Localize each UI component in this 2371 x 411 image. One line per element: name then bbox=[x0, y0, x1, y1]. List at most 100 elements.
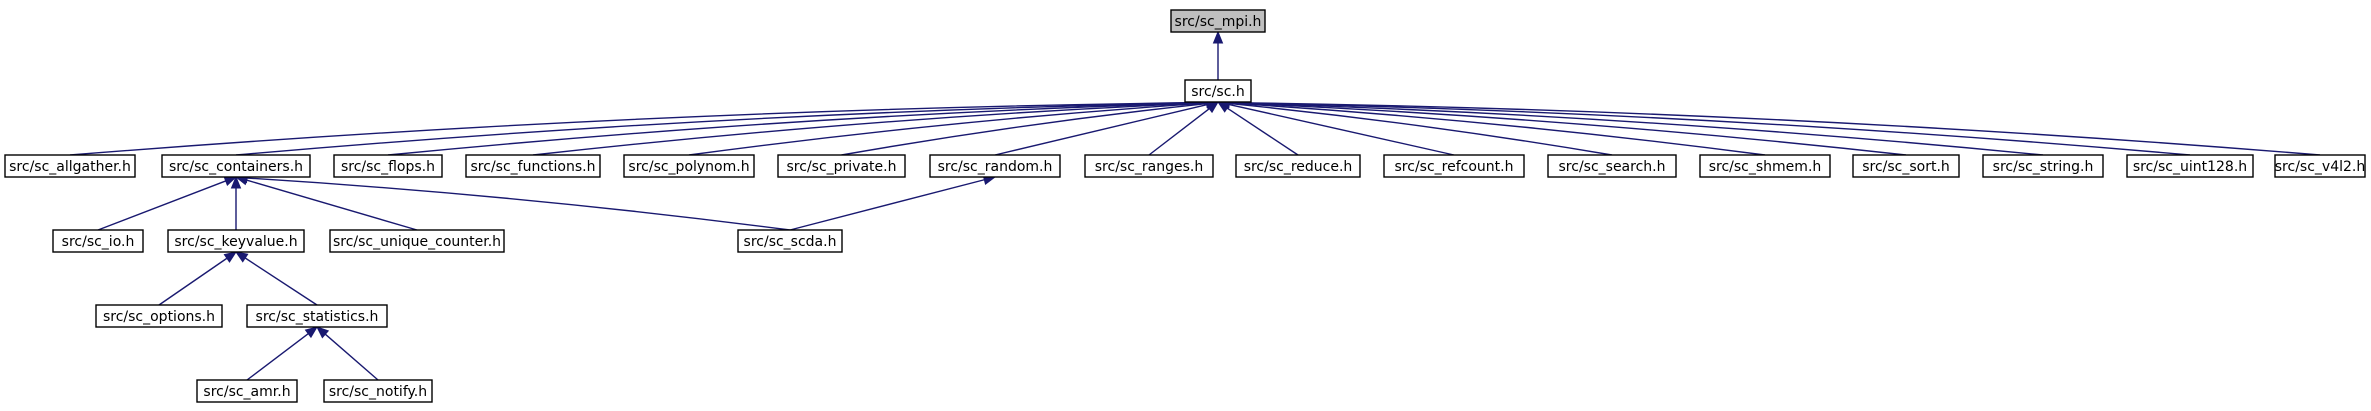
node-label: src/sc_reduce.h bbox=[1244, 159, 1353, 175]
node-label: src/sc_unique_counter.h bbox=[333, 234, 501, 250]
node-ranges[interactable]: src/sc_ranges.h bbox=[1084, 154, 1214, 178]
arrowhead bbox=[316, 326, 330, 339]
edge-line bbox=[1228, 101, 2191, 156]
edge-line bbox=[1228, 102, 1907, 156]
node-notify[interactable]: src/sc_notify.h bbox=[323, 379, 433, 403]
node-label: src/sc_containers.h bbox=[169, 159, 303, 175]
edge-line bbox=[841, 102, 1208, 156]
node-label: src/sc_ranges.h bbox=[1095, 159, 1203, 175]
node-mpi: src/sc_mpi.h bbox=[1170, 9, 1266, 33]
node-label: src/sc_search.h bbox=[1559, 159, 1666, 175]
node-reduce[interactable]: src/sc_reduce.h bbox=[1235, 154, 1361, 178]
node-refcount[interactable]: src/sc_refcount.h bbox=[1383, 154, 1525, 178]
node-label: src/sc_statistics.h bbox=[256, 309, 379, 325]
edge-line bbox=[246, 333, 309, 381]
node-box bbox=[1235, 154, 1361, 178]
node-v4l2[interactable]: src/sc_v4l2.h bbox=[2274, 154, 2366, 178]
edge-line bbox=[1228, 103, 1455, 156]
edge-keyvalue-to-containers bbox=[230, 175, 242, 230]
node-box bbox=[737, 229, 843, 253]
edge-line bbox=[246, 177, 791, 231]
node-label: src/sc_allgather.h bbox=[9, 159, 131, 175]
edge-options-to-keyvalue bbox=[158, 251, 238, 306]
node-box bbox=[246, 304, 388, 328]
node-box bbox=[1699, 154, 1831, 178]
node-string[interactable]: src/sc_string.h bbox=[1982, 154, 2104, 178]
node-label: src/sc_v4l2.h bbox=[2275, 159, 2365, 175]
node-private[interactable]: src/sc_private.h bbox=[777, 154, 906, 178]
node-label: src/sc_amr.h bbox=[203, 384, 290, 400]
node-box bbox=[161, 154, 311, 178]
node-box bbox=[52, 229, 144, 253]
edge-line bbox=[387, 102, 1208, 156]
node-sc[interactable]: src/sc.h bbox=[1184, 79, 1252, 103]
node-label: src/sc_scda.h bbox=[744, 234, 837, 250]
node-label: src/sc_uint128.h bbox=[2133, 159, 2247, 175]
edge-line bbox=[97, 180, 226, 231]
node-scda[interactable]: src/sc_scda.h bbox=[737, 229, 843, 253]
node-label: src/sc_polynom.h bbox=[628, 159, 749, 175]
node-io[interactable]: src/sc_io.h bbox=[52, 229, 144, 253]
node-unique_counter[interactable]: src/sc_unique_counter.h bbox=[329, 229, 505, 253]
node-amr[interactable]: src/sc_amr.h bbox=[196, 379, 298, 403]
edge-line bbox=[158, 257, 228, 306]
edge-amr-to-statistics bbox=[246, 326, 319, 381]
node-label: src/sc_refcount.h bbox=[1395, 159, 1514, 175]
edge-ranges-to-sc bbox=[1148, 101, 1220, 156]
node-box bbox=[323, 379, 433, 403]
node-keyvalue[interactable]: src/sc_keyvalue.h bbox=[167, 229, 305, 253]
node-flops[interactable]: src/sc_flops.h bbox=[333, 154, 443, 178]
edge-line bbox=[246, 179, 418, 231]
node-statistics[interactable]: src/sc_statistics.h bbox=[246, 304, 388, 328]
node-options[interactable]: src/sc_options.h bbox=[95, 304, 223, 328]
node-box bbox=[465, 154, 601, 178]
edge-line bbox=[994, 103, 1208, 156]
node-box bbox=[329, 229, 505, 253]
node-label: src/sc_flops.h bbox=[341, 159, 435, 175]
node-functions[interactable]: src/sc_functions.h bbox=[465, 154, 601, 178]
arrowhead bbox=[223, 251, 238, 263]
node-label: src/sc_string.h bbox=[1993, 159, 2094, 175]
node-label: src/sc_io.h bbox=[62, 234, 135, 250]
node-label: src/sc_functions.h bbox=[471, 159, 596, 175]
node-box bbox=[777, 154, 906, 178]
node-random[interactable]: src/sc_random.h bbox=[929, 154, 1061, 178]
edge-io-to-containers bbox=[97, 176, 238, 231]
node-label: src/sc_notify.h bbox=[329, 384, 427, 400]
node-polynom[interactable]: src/sc_polynom.h bbox=[623, 154, 755, 178]
node-box bbox=[2274, 154, 2366, 178]
edge-line bbox=[789, 179, 985, 231]
edge-shmem-to-sc bbox=[1216, 97, 1766, 156]
node-label: src/sc_options.h bbox=[103, 309, 215, 325]
node-label: src/sc_private.h bbox=[787, 159, 897, 175]
node-label: src/sc_keyvalue.h bbox=[174, 234, 297, 250]
edge-line bbox=[235, 101, 1208, 156]
arrowhead bbox=[304, 326, 319, 339]
edge-line bbox=[324, 333, 379, 381]
edge-line bbox=[69, 101, 1208, 156]
node-uint128[interactable]: src/sc_uint128.h bbox=[2126, 154, 2254, 178]
node-box bbox=[4, 154, 136, 178]
arrowhead bbox=[1212, 30, 1224, 44]
node-box bbox=[1184, 79, 1252, 103]
node-label: src/sc_shmem.h bbox=[1709, 159, 1822, 175]
node-label: src/sc.h bbox=[1191, 84, 1244, 100]
node-box bbox=[1170, 9, 1266, 33]
edge-line bbox=[532, 102, 1208, 156]
node-label: src/sc_mpi.h bbox=[1175, 14, 1262, 30]
edge-line bbox=[1228, 102, 1613, 156]
node-box bbox=[1084, 154, 1214, 178]
node-allgather[interactable]: src/sc_allgather.h bbox=[4, 154, 136, 178]
node-box bbox=[1982, 154, 2104, 178]
arrowhead bbox=[230, 175, 242, 189]
edge-line bbox=[1228, 102, 2044, 156]
node-containers[interactable]: src/sc_containers.h bbox=[161, 154, 311, 178]
edge-line bbox=[1226, 107, 1299, 156]
node-label: src/sc_sort.h bbox=[1862, 159, 1950, 175]
node-search[interactable]: src/sc_search.h bbox=[1547, 154, 1677, 178]
edge-line bbox=[688, 102, 1208, 156]
node-shmem[interactable]: src/sc_shmem.h bbox=[1699, 154, 1831, 178]
node-sort[interactable]: src/sc_sort.h bbox=[1852, 154, 1960, 178]
